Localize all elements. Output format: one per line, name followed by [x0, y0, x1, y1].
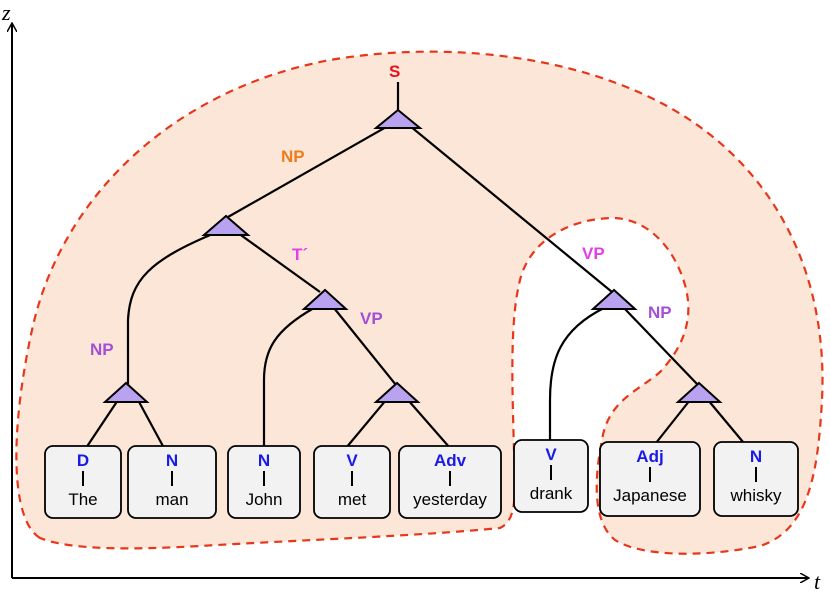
pos-tag: N [750, 447, 762, 466]
t-axis-label: t [814, 569, 821, 594]
pos-tag: Adv [434, 451, 467, 470]
label-np-left: NP [90, 340, 114, 359]
word: Japanese [613, 486, 687, 505]
edge-vp-np [623, 307, 699, 386]
region-outline [15, 50, 824, 555]
root-label: S [389, 62, 400, 81]
node-np-left [102, 381, 150, 403]
edge-np-adj [651, 399, 691, 449]
leaf-john: N John [227, 445, 301, 519]
label-t-bar: T´ [292, 245, 308, 264]
word: drank [530, 484, 573, 503]
edge-vp-met [345, 399, 387, 449]
edge-np-whisky [707, 399, 749, 449]
label-np-right: NP [648, 303, 672, 322]
word: met [338, 490, 367, 509]
edge-np-n [137, 399, 165, 449]
edge-np-d [85, 399, 119, 449]
word: yesterday [413, 490, 487, 509]
node-s [373, 108, 423, 129]
edge-vp-john [262, 307, 315, 448]
edge-s-vp [409, 125, 613, 293]
pos-tag: Adj [636, 447, 663, 466]
leaf-the: D The [44, 445, 122, 519]
label-vp-inner: VP [360, 309, 383, 328]
word: The [68, 490, 97, 509]
node-tbar [301, 288, 349, 310]
tree-edges [85, 82, 749, 449]
pos-tag: N [166, 451, 178, 470]
node-np-top [201, 214, 251, 236]
node-np-right [675, 381, 723, 403]
edge-tbar [237, 232, 321, 293]
leaf-yesterday: Adv yesterday [398, 445, 502, 519]
edge-vp-drank [548, 307, 605, 448]
word: whisky [729, 486, 782, 505]
word: man [155, 490, 188, 509]
pos-tag: D [77, 451, 89, 470]
edge-vp-inner [333, 307, 397, 386]
edge-vp-adv [407, 399, 451, 449]
node-vp-inner [373, 381, 421, 403]
word: John [246, 490, 283, 509]
label-vp-right: VP [582, 244, 605, 263]
z-axis-label: z [1, 0, 11, 25]
edge-s-np [227, 125, 389, 218]
pos-tag: V [346, 451, 358, 470]
pos-tag: V [545, 445, 557, 464]
edge-np-left [126, 231, 216, 384]
tree-nodes [102, 108, 723, 403]
node-vp-right [590, 288, 638, 310]
pos-tag: N [258, 451, 270, 470]
label-np-subject: NP [281, 147, 305, 166]
leaf-boxes: DTheNmanNJohnVmetAdvyesterdayVdrankAdjJa… [44, 439, 799, 519]
